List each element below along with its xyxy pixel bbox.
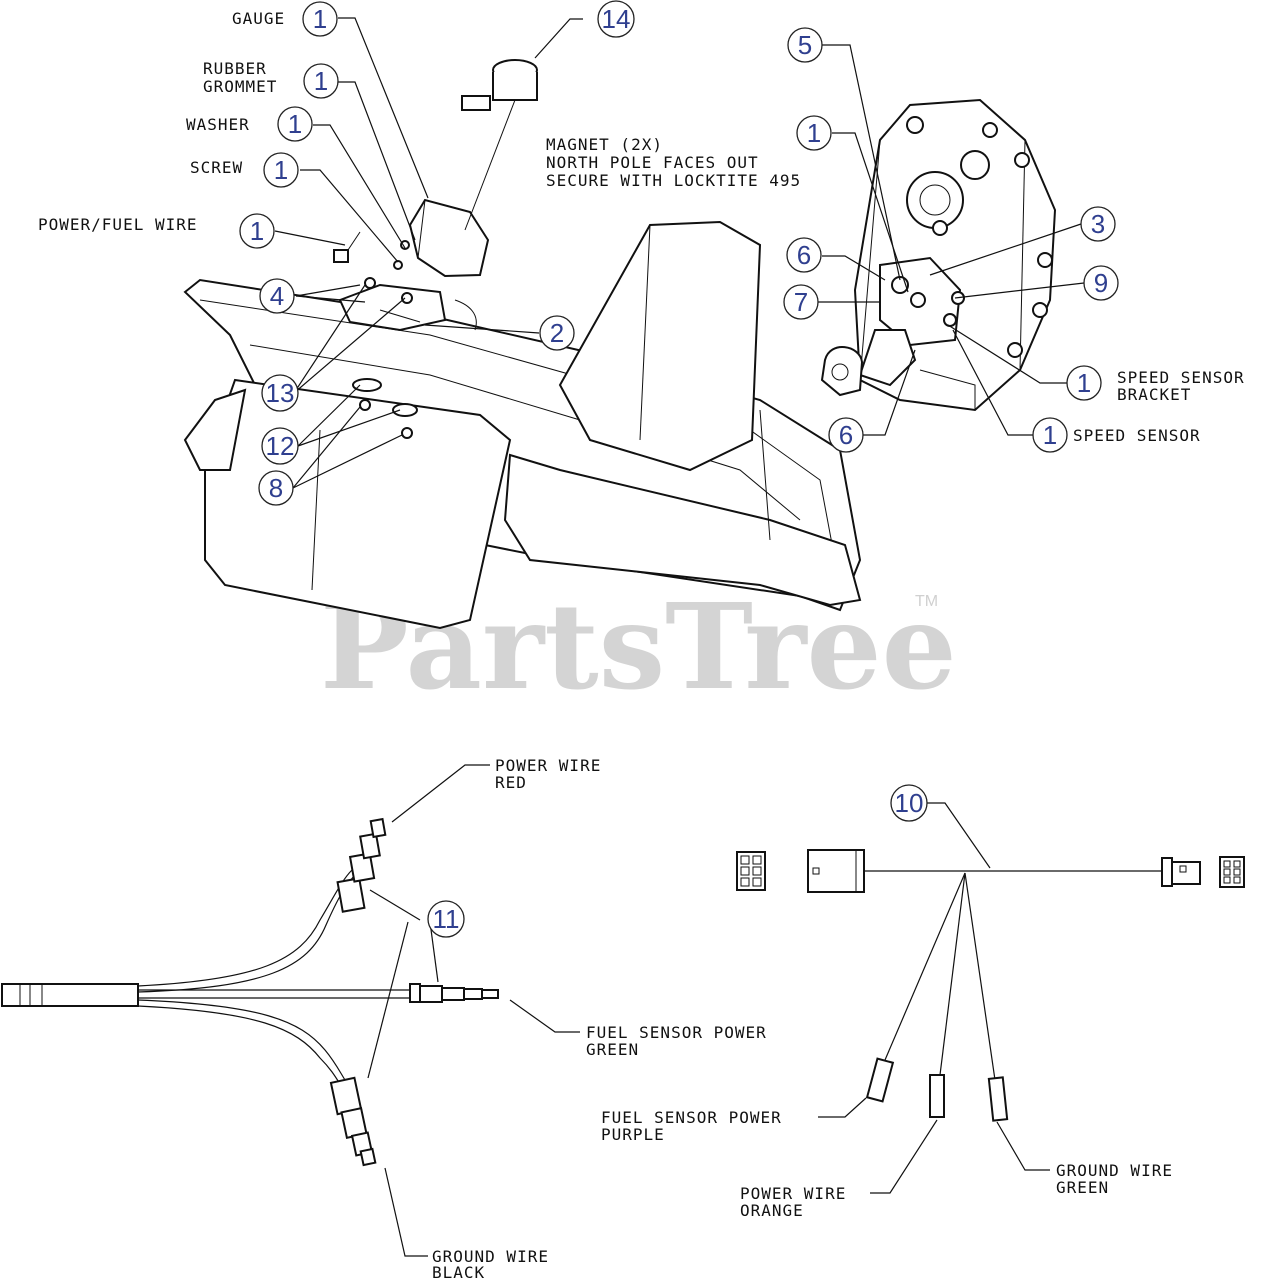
label-power-wire-red-2: RED	[495, 773, 527, 792]
svg-text:11: 11	[433, 904, 460, 934]
top-right-leaders	[818, 44, 1085, 436]
callout-rubber-grommet: 1	[303, 63, 339, 99]
svg-text:7: 7	[794, 287, 808, 317]
label-screw: SCREW	[190, 158, 243, 177]
svg-text:14: 14	[602, 4, 631, 34]
svg-text:9: 9	[1094, 268, 1108, 298]
svg-text:1: 1	[274, 155, 288, 185]
callout-item-13: 13	[261, 374, 299, 412]
harness-10-labels: FUEL SENSOR POWER PURPLE POWER WIRE ORAN…	[601, 1108, 1173, 1220]
label-power-wire-orange-2: ORANGE	[740, 1201, 804, 1220]
svg-text:2: 2	[550, 318, 564, 348]
callout-item-1-transmission: 1	[796, 115, 832, 151]
harness-11-labels: POWER WIRE RED FUEL SENSOR POWER GREEN G…	[432, 756, 767, 1280]
label-speed-sensor: SPEED SENSOR	[1073, 426, 1201, 445]
svg-text:1: 1	[1077, 368, 1091, 398]
label-power-wire-orange-1: POWER WIRE	[740, 1184, 846, 1203]
callout-item-14: 14	[597, 0, 635, 38]
label-fuel-sensor-green-2: GREEN	[586, 1040, 639, 1059]
callout-washer: 1	[277, 106, 313, 142]
watermark-trademark: TM	[915, 593, 938, 610]
callout-item-12: 12	[261, 427, 299, 465]
label-power-wire-red-1: POWER WIRE	[495, 756, 601, 775]
svg-text:8: 8	[269, 473, 283, 503]
harness-10-drawing	[736, 849, 1245, 1122]
svg-text:1: 1	[1043, 420, 1057, 450]
svg-text:1: 1	[807, 118, 821, 148]
svg-text:13: 13	[266, 378, 295, 408]
top-right-labels: SPEED SENSOR BRACKET SPEED SENSOR	[1073, 368, 1245, 445]
label-speed-sensor-bracket-2: BRACKET	[1117, 385, 1191, 404]
label-magnet-1: MAGNET (2X)	[546, 135, 663, 154]
harness-11-leaders	[367, 764, 580, 1257]
callout-item-11: 11	[427, 900, 465, 938]
label-washer: WASHER	[186, 115, 250, 134]
callout-item-6-top: 6	[786, 237, 822, 273]
callout-screw: 1	[263, 152, 299, 188]
label-magnet-3: SECURE WITH LOCKTITE 495	[546, 171, 801, 190]
svg-text:10: 10	[895, 788, 924, 818]
callout-item-5: 5	[787, 27, 823, 63]
dash-panel-drawing	[183, 59, 862, 630]
callout-item-2: 2	[539, 315, 575, 351]
svg-text:12: 12	[266, 431, 295, 461]
label-fuel-sensor-purple-1: FUEL SENSOR POWER	[601, 1108, 782, 1127]
callout-power-fuel-wire: 1	[239, 213, 275, 249]
label-fuel-sensor-green-1: FUEL SENSOR POWER	[586, 1023, 767, 1042]
label-rubber-grommet-2: GROMMET	[203, 77, 277, 96]
label-speed-sensor-bracket-1: SPEED SENSOR	[1117, 368, 1245, 387]
callout-item-4: 4	[259, 278, 295, 314]
label-ground-wire-green-1: GROUND WIRE	[1056, 1161, 1173, 1180]
callout-speed-sensor: 1	[1032, 417, 1068, 453]
svg-text:4: 4	[270, 281, 284, 311]
top-left-labels: GAUGE RUBBER GROMMET WASHER SCREW POWER/…	[38, 9, 801, 234]
callout-gauge: 1	[302, 1, 338, 37]
transmission-drawing	[820, 98, 1057, 412]
top-left-leaders	[274, 17, 583, 489]
svg-text:1: 1	[313, 4, 327, 34]
svg-text:3: 3	[1091, 209, 1105, 239]
label-gauge: GAUGE	[232, 9, 285, 28]
svg-text:5: 5	[798, 30, 812, 60]
svg-text:6: 6	[797, 240, 811, 270]
label-power-fuel-wire: POWER/FUEL WIRE	[38, 215, 198, 234]
label-ground-wire-green-2: GREEN	[1056, 1178, 1109, 1197]
label-ground-wire-black-1: GROUND WIRE	[432, 1247, 549, 1266]
svg-text:6: 6	[839, 420, 853, 450]
callout-item-3: 3	[1080, 206, 1116, 242]
harness-10-leaders	[818, 802, 1050, 1194]
label-rubber-grommet-1: RUBBER	[203, 59, 267, 78]
harness-11-drawing	[1, 817, 499, 1167]
svg-text:1: 1	[250, 216, 264, 246]
callout-item-10: 10	[890, 784, 928, 822]
callout-item-9: 9	[1083, 265, 1119, 301]
callout-item-8: 8	[258, 470, 294, 506]
callout-item-7: 7	[783, 284, 819, 320]
label-magnet-2: NORTH POLE FACES OUT	[546, 153, 759, 172]
svg-text:1: 1	[314, 66, 328, 96]
svg-text:1: 1	[288, 109, 302, 139]
label-fuel-sensor-purple-2: PURPLE	[601, 1125, 665, 1144]
callout-item-6-bottom: 6	[828, 417, 864, 453]
label-ground-wire-black-2: BLACK	[432, 1263, 485, 1280]
callout-speed-sensor-bracket: 1	[1066, 365, 1102, 401]
